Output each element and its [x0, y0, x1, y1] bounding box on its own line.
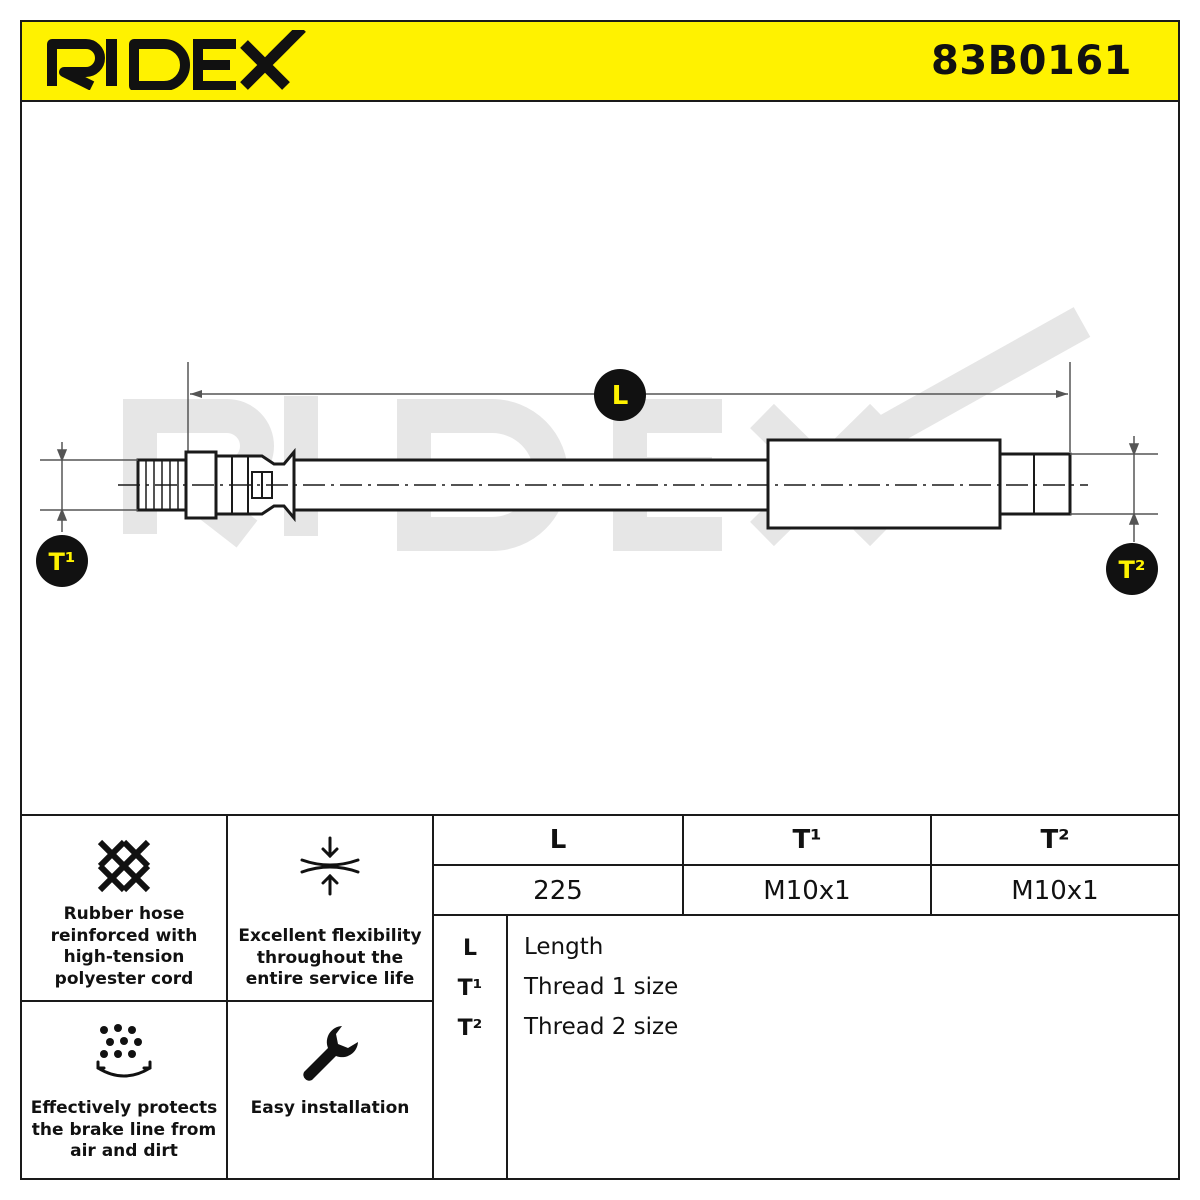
particles-shield-icon: [96, 1024, 152, 1078]
legend-divider: [506, 916, 508, 1178]
spec-header-L: L: [549, 825, 567, 855]
legend-key-L: L: [462, 936, 478, 961]
spec-value-L: 225: [533, 876, 583, 906]
part-number: 83B0161: [931, 38, 1132, 84]
datasheet-frame: 83B0161 L: [20, 20, 1180, 1180]
spec-divider: [682, 816, 684, 916]
legend-desc-L: Length: [524, 934, 604, 960]
legend-key-T2: T²: [457, 1016, 483, 1041]
spec-value-T1: M10x1: [763, 876, 851, 906]
spec-header-T1: T¹: [792, 825, 822, 855]
feature-text: Rubber hose reinforced with high-tension…: [50, 904, 198, 989]
dimension-T2: [1070, 436, 1158, 542]
feature-installation: Easy installation: [228, 1000, 434, 1178]
specs-section: Rubber hose reinforced with high-tension…: [22, 814, 1178, 1178]
feature-text: Effectively protects the brake line from…: [30, 1098, 218, 1161]
legend-key-T1: T¹: [457, 976, 483, 1001]
feature-text: Excellent flexibility throughout the ent…: [238, 926, 422, 989]
badge-L: L: [594, 369, 646, 421]
svg-text:T¹: T¹: [49, 548, 76, 576]
svg-text:L: L: [612, 381, 629, 411]
svg-text:T²: T²: [1119, 556, 1146, 584]
header-bar: 83B0161: [22, 22, 1178, 102]
feature-reinforced: Rubber hose reinforced with high-tension…: [22, 816, 228, 1000]
legend-desc-T1: Thread 1 size: [524, 974, 679, 1000]
hose-drawing: L: [36, 307, 1158, 595]
wrench-icon: [303, 1026, 358, 1081]
hose-body: [136, 438, 1072, 530]
spec-header-T2: T²: [1040, 825, 1070, 855]
feature-flexibility: Excellent flexibility throughout the ent…: [228, 816, 434, 1000]
legend-desc-T2: Thread 2 size: [524, 1014, 679, 1040]
badge-T1: T¹: [36, 535, 88, 587]
compress-arrows-icon: [300, 836, 360, 896]
feature-text: Easy installation: [250, 1098, 410, 1118]
spec-divider: [434, 914, 1178, 916]
feature-protection: Effectively protects the brake line from…: [22, 1000, 228, 1178]
ridex-logo: [47, 30, 306, 90]
mesh-icon: [97, 839, 151, 893]
spec-divider: [434, 864, 1178, 866]
dimension-T1: [40, 442, 138, 532]
spec-divider: [930, 816, 932, 916]
badge-T2: T²: [1106, 543, 1158, 595]
spec-value-T2: M10x1: [1011, 876, 1099, 906]
